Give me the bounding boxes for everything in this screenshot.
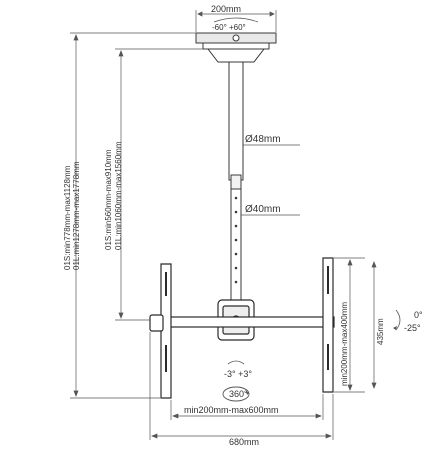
plate-width-label: 200mm: [211, 4, 241, 14]
overall-width-dimension: [149, 332, 334, 440]
rotation-icon: [222, 386, 250, 402]
ceiling-plate: [195, 32, 277, 63]
lower-tube-holes: [234, 196, 238, 284]
total-01l-label: 01L:min1278mm-max1778mm: [72, 161, 81, 270]
upper-diameter-label: Ø48mm: [245, 134, 281, 145]
swivel-arc: [213, 17, 259, 23]
tube-length-dimension: [115, 48, 203, 321]
arm-spacing-label: min200mm-max600mm: [184, 405, 279, 415]
tube-01s-label: 01S:min560mm-max910mm: [104, 149, 113, 250]
lower-diameter-label: Ø40mm: [245, 204, 281, 215]
total-01s-label: 01S:min778mm-max1128mm: [63, 165, 72, 270]
level-arc: [227, 360, 245, 365]
total-height-dimension: [70, 32, 196, 399]
lower-tube: [230, 188, 242, 305]
swivel-label: -60° +60°: [212, 23, 246, 32]
right-vesa-arm: [322, 257, 334, 393]
overall-width-label: 680mm: [229, 437, 259, 447]
tube-01l-label: 01L:min1060mm-max1560mm: [114, 141, 123, 250]
tilt-arc: [395, 309, 401, 331]
left-vesa-arm: [149, 263, 172, 399]
upper-tube: [228, 61, 244, 190]
level-adjust-label: -3° +3°: [224, 369, 252, 379]
horizontal-rail: [159, 316, 335, 328]
arm-range-label: min200mm-max400mm: [340, 302, 349, 386]
plate-width-dimension: [195, 10, 277, 32]
tilt-bottom-label: -25°: [404, 323, 421, 333]
tilt-top-label: 0°: [414, 310, 423, 320]
arm-vertical-dimension: [334, 257, 377, 393]
arm-height-label: 435mm: [376, 318, 385, 345]
rotation-label: 360°: [229, 389, 248, 399]
arm-spacing-dimension: [170, 394, 324, 420]
